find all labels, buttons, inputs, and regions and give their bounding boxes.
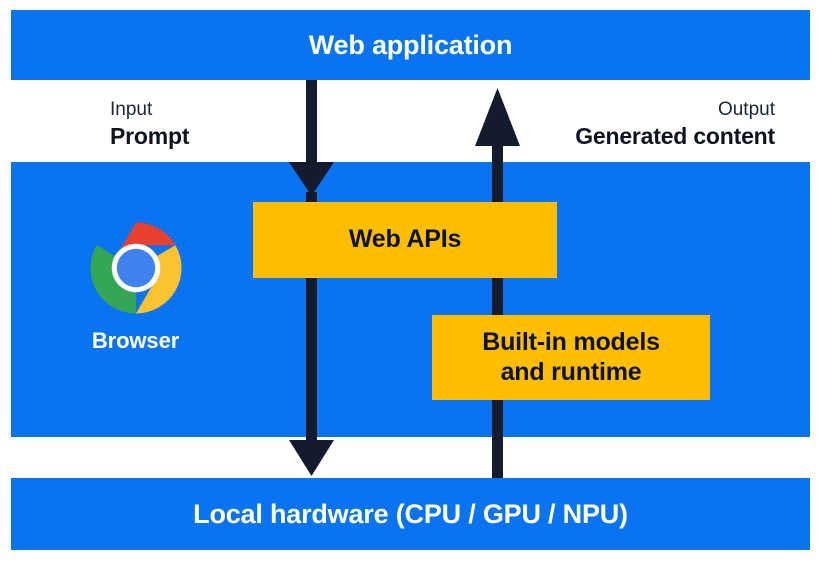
browser-group: Browser [63,220,208,352]
band-local-hardware: Local hardware (CPU / GPU / NPU) [11,478,810,550]
input-flow-label: Input Prompt [110,98,190,152]
band-web-application: Web application [11,10,810,80]
browser-label: Browser [91,328,180,353]
box-web-apis-label: Web APIs [348,225,462,254]
input-flow-value: Prompt [110,123,190,150]
input-flow-kind: Input [110,99,153,120]
band-local-hardware-label: Local hardware (CPU / GPU / NPU) [193,498,628,529]
band-web-application-label: Web application [308,29,513,60]
box-built-in-models-line1: Built-in models [482,328,660,356]
output-flow-kind: Output [717,99,775,120]
box-web-apis: Web APIs [253,202,557,278]
output-flow-value: Generated content [575,123,775,150]
output-flow-label: Output Generated content [575,98,775,152]
box-built-in-models-line2: and runtime [500,357,642,386]
chrome-logo-icon [89,222,182,314]
